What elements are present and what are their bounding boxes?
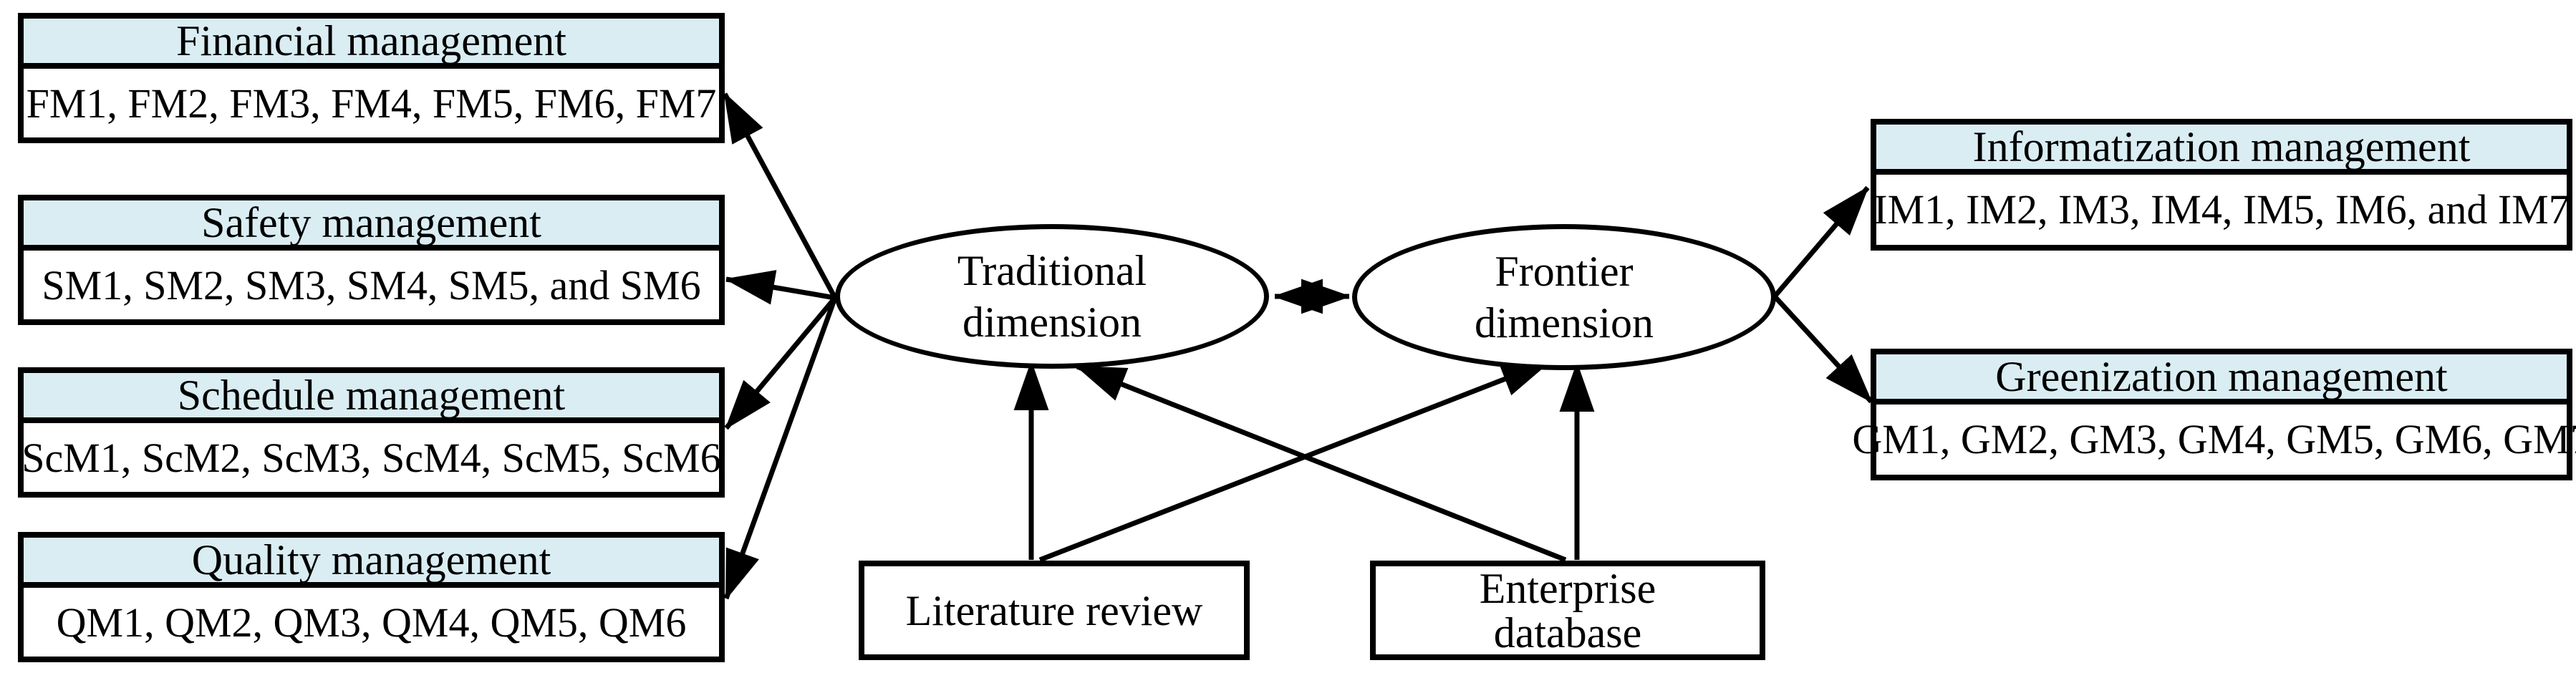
arrow-literature-to-frontier — [1038, 359, 1550, 563]
arrow-frontier-to-informatization — [1772, 185, 1870, 299]
literature-review-label: Literature review — [905, 586, 1203, 634]
panel-informatization-items: IM1, IM2, IM3, IM4, IM5, IM6, and IM7 — [1873, 185, 2570, 233]
panel-safety-items: SM1, SM2, SM3, SM4, SM5, and SM6 — [42, 261, 701, 309]
panel-greenization-items: GM1, GM2, GM3, GM4, GM5, GM6, GM7 — [1852, 415, 2576, 463]
arrow-traditional-to-financial — [722, 94, 838, 299]
box-enterprise-database: Enterprise database — [1370, 561, 1765, 660]
panel-financial-items: FM1, FM2, FM3, FM4, FM5, FM6, FM7 — [26, 79, 717, 127]
panel-safety-title: Safety management — [24, 200, 719, 251]
panel-quality-items: QM1, QM2, QM3, QM4, QM5, QM6 — [56, 599, 687, 646]
panel-safety-management: Safety management SM1, SM2, SM3, SM4, SM… — [18, 195, 725, 325]
ellipse-traditional-dimension: Traditional dimension — [835, 224, 1269, 369]
panel-schedule-items: ScM1, ScM2, ScM3, ScM4, ScM5, ScM6 — [21, 434, 721, 481]
traditional-dimension-line1: Traditional — [957, 247, 1147, 294]
panel-quality-title: Quality management — [24, 538, 719, 588]
box-literature-review: Literature review — [859, 561, 1250, 660]
frontier-dimension-line2: dimension — [1475, 299, 1654, 347]
traditional-dimension-line2: dimension — [963, 299, 1142, 346]
arrow-traditional-to-schedule — [724, 296, 837, 430]
panel-quality-management: Quality management QM1, QM2, QM3, QM4, Q… — [18, 532, 725, 662]
arrow-traditional-to-quality — [723, 296, 838, 600]
arrow-enterprise-to-traditional — [1077, 364, 1567, 563]
panel-greenization-title: Greenization management — [1876, 354, 2567, 405]
panel-financial-management: Financial management FM1, FM2, FM3, FM4,… — [18, 13, 725, 143]
ellipse-frontier-dimension: Frontier dimension — [1352, 224, 1776, 370]
panel-schedule-management: Schedule management ScM1, ScM2, ScM3, Sc… — [18, 367, 725, 498]
panel-schedule-title: Schedule management — [24, 373, 719, 423]
arrow-traditional-to-safety — [725, 279, 836, 298]
panel-greenization-management: Greenization management GM1, GM2, GM3, G… — [1852, 349, 2576, 480]
frontier-dimension-line1: Frontier — [1495, 248, 1634, 295]
panel-financial-title: Financial management — [24, 19, 719, 69]
panel-informatization-management: Informatization management IM1, IM2, IM3… — [1871, 119, 2572, 251]
panel-informatization-title: Informatization management — [1876, 125, 2567, 175]
enterprise-database-label: Enterprise database — [1479, 564, 1656, 657]
arrow-frontier-to-greenization — [1772, 294, 1873, 404]
